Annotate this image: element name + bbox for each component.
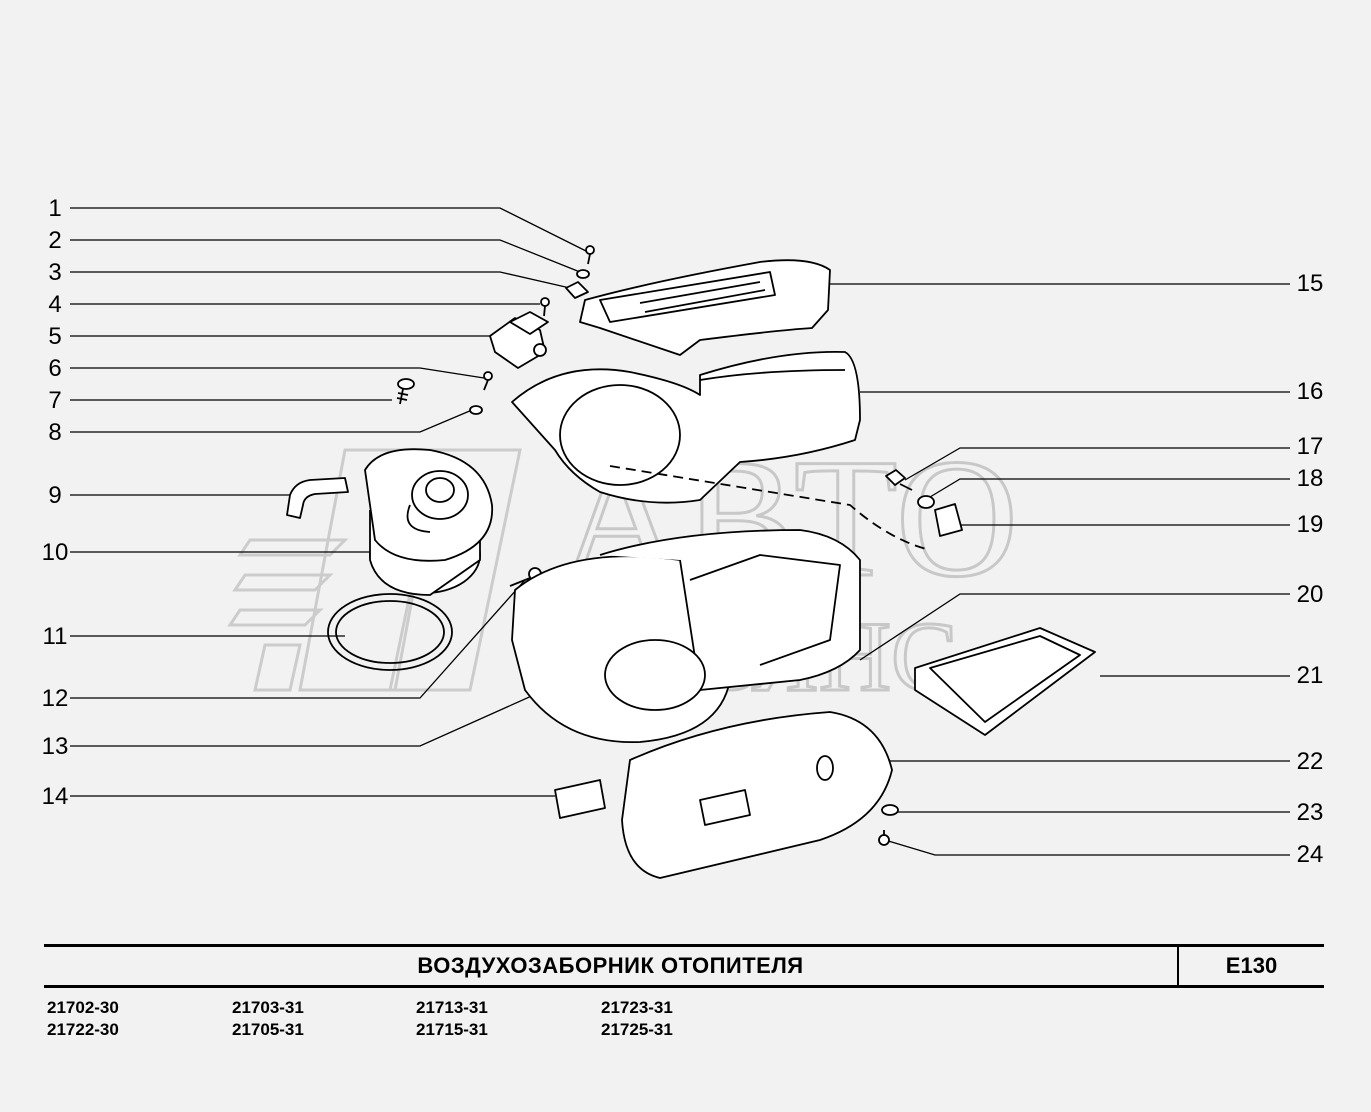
model-code: 21725-31 xyxy=(601,1020,673,1039)
callout-11: 11 xyxy=(42,623,68,650)
callout-15: 15 xyxy=(1296,270,1324,297)
callout-1: 1 xyxy=(48,195,62,222)
screw-24-icon xyxy=(878,830,890,846)
callout-19: 19 xyxy=(1296,511,1324,538)
model-code: 21703-31 xyxy=(232,998,304,1017)
parts-diagram: АВТО АЛЬЯНС xyxy=(70,207,1290,879)
callout-8: 8 xyxy=(48,419,62,446)
bracket-3-icon xyxy=(565,281,589,299)
callout-17: 17 xyxy=(1296,433,1324,460)
blower-motor-10-icon xyxy=(364,448,493,596)
lower-housing-13-icon xyxy=(511,529,861,743)
model-code: 21702-30 xyxy=(47,998,119,1017)
washer-2-icon xyxy=(576,269,590,279)
title-block: ВОЗДУХОЗАБОРНИК ОТОПИТЕЛЯ E130 xyxy=(44,944,1324,988)
screw-4-icon xyxy=(540,297,550,317)
washer-18-icon xyxy=(917,495,935,509)
resistor-5-icon xyxy=(489,311,549,369)
clip-19-icon xyxy=(934,503,963,537)
callout-5: 5 xyxy=(48,323,62,350)
hose-9-icon xyxy=(286,477,349,519)
callout-7: 7 xyxy=(48,387,62,414)
title-divider xyxy=(1177,947,1179,985)
callout-21: 21 xyxy=(1296,662,1324,689)
screw-6-icon xyxy=(483,371,493,391)
callout-16: 16 xyxy=(1296,378,1324,405)
model-code: 21715-31 xyxy=(416,1020,488,1039)
screw-7-icon xyxy=(396,378,415,405)
seal-ring-11-icon xyxy=(327,593,453,671)
callout-3: 3 xyxy=(48,259,62,286)
callout-6: 6 xyxy=(48,355,62,382)
screw-1-icon xyxy=(585,245,595,265)
assembly-arrow xyxy=(609,465,931,551)
callout-14: 14 xyxy=(41,783,69,810)
washer-23-icon xyxy=(881,804,899,816)
model-code: 21705-31 xyxy=(232,1020,304,1039)
model-code: 21722-30 xyxy=(47,1020,119,1039)
lower-cover-22-icon xyxy=(621,711,893,879)
callout-9: 9 xyxy=(48,482,62,509)
bolt-17-icon xyxy=(885,469,913,491)
callout-13: 13 xyxy=(41,733,69,760)
callout-24: 24 xyxy=(1296,841,1324,868)
clip-14-icon xyxy=(554,779,606,819)
callout-18: 18 xyxy=(1296,465,1324,492)
callout-2: 2 xyxy=(48,227,62,254)
model-code: 21713-31 xyxy=(416,998,488,1017)
callout-22: 22 xyxy=(1296,748,1324,775)
upper-housing-16-icon xyxy=(511,350,861,504)
upper-grille-15-icon xyxy=(579,259,831,356)
washer-8-icon xyxy=(469,405,483,415)
leader-lines xyxy=(70,207,1290,856)
callout-20: 20 xyxy=(1296,581,1324,608)
diagram-title: ВОЗДУХОЗАБОРНИК ОТОПИТЕЛЯ xyxy=(417,953,804,978)
callout-12: 12 xyxy=(41,685,69,712)
callout-4: 4 xyxy=(48,291,62,318)
model-code: 21723-31 xyxy=(601,998,673,1017)
cabin-filter-21-icon xyxy=(914,627,1096,736)
parts xyxy=(286,245,1096,879)
callout-23: 23 xyxy=(1296,799,1324,826)
callout-10: 10 xyxy=(41,539,69,566)
diagram-code: E130 xyxy=(1225,953,1278,978)
